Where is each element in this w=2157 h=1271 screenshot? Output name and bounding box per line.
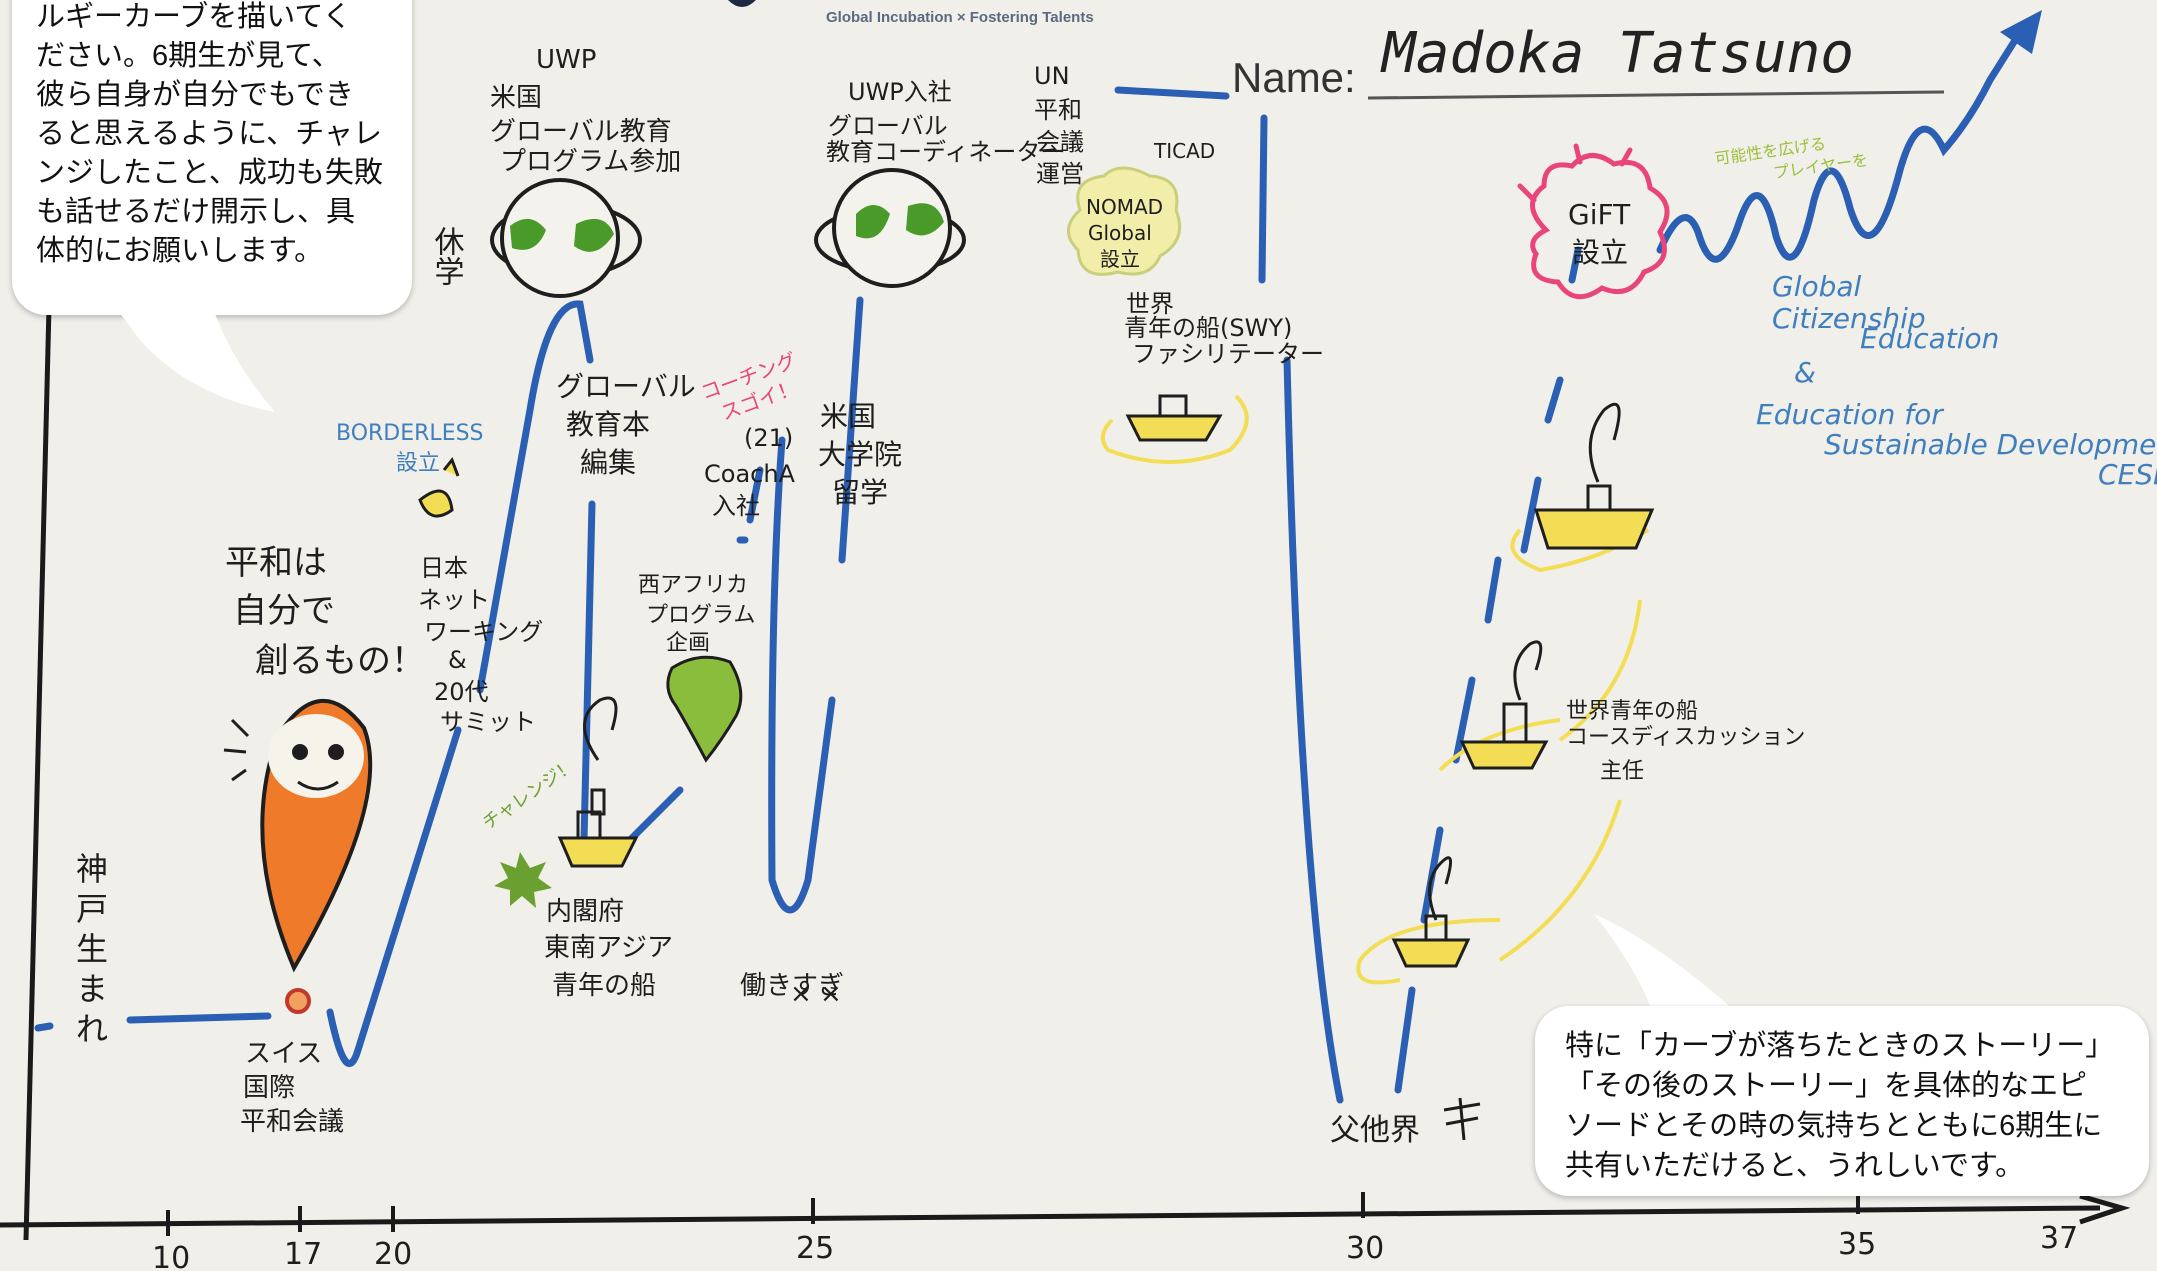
label-un: UN 平和 会議 運営 <box>1034 62 1092 188</box>
tick-label-37: 37 <box>2040 1221 2078 1256</box>
globe-icon <box>490 178 642 298</box>
label-coacha: (21) CoachA 入社 <box>704 424 803 520</box>
tick-label-10: 10 <box>152 1241 190 1271</box>
gift-burst-cloud <box>1530 153 1670 300</box>
y-axis <box>23 184 55 1241</box>
x-axis-arrow <box>2079 1193 2131 1225</box>
swiss-dot <box>285 988 311 1014</box>
label-nomad: NOMAD Global 設立 <box>1086 195 1169 271</box>
x-axis <box>0 1205 2101 1228</box>
tick-label-35: 35 <box>1838 1227 1876 1262</box>
ship-icon-swy <box>1100 394 1249 464</box>
instruction-text-right: 特に「カーブが落ちたときのストーリー」 「その後のストーリー」を具体的なエピ ソ… <box>1565 1030 2115 1182</box>
name-label: Name: <box>1232 54 1356 101</box>
label-uwp-join: UWP入社 グローバル 教育コーディネーター <box>826 78 1064 166</box>
africa-icon <box>666 655 743 763</box>
name-value: Madoka Tatsuno <box>1380 21 1854 86</box>
label-borderless: BORDERLESS 設立 <box>336 421 491 476</box>
instruction-bubble-left: ルギーカーブを描いてく ださい。6期生が見て、 彼ら自身が自分でもでき ると思え… <box>12 0 412 315</box>
tick-label-20: 20 <box>374 1237 412 1271</box>
burst-icon <box>494 852 552 908</box>
arrow-head <box>2000 10 2042 54</box>
name-underline <box>1367 90 1945 100</box>
ship-icon-1 <box>1391 856 1471 968</box>
label-grad-school: 米国 大学院 留学 <box>818 400 911 509</box>
emphasis-marks <box>223 718 250 782</box>
label-overwork: 働きすぎ × × <box>740 971 852 1009</box>
leaf-sprout-icon <box>418 457 460 518</box>
ship-icon-2 <box>1459 640 1549 770</box>
globe-icon-2 <box>814 168 966 288</box>
ship-icon-cabinet <box>557 696 639 868</box>
instruction-text-left: ルギーカーブを描いてく ださい。6期生が見て、 彼ら自身が自分でもでき ると思え… <box>36 1 383 267</box>
label-ticad: TICAD <box>1153 139 1215 163</box>
label-swy-course: 世界青年の船 コースディスカッション 主任 <box>1566 699 1812 784</box>
ship-icon-3 <box>1533 402 1655 550</box>
bubble-tail-left <box>110 300 275 412</box>
label-gift: GiFT 設立 <box>1568 198 1639 269</box>
grave-icon <box>1443 1097 1481 1141</box>
logo-arc <box>728 0 756 7</box>
tick-label-17: 17 <box>284 1237 322 1271</box>
yellow-loop <box>1356 528 1650 985</box>
label-cabinet: 内閣府 東南アジア 青年の船 <box>544 897 681 1001</box>
tick-label-30: 30 <box>1346 1231 1384 1266</box>
label-born: 神戸生まれ <box>76 850 108 1048</box>
label-uwp: UWP 米国 グローバル教育 プログラム参加 <box>490 45 681 177</box>
nomad-cloud <box>1067 166 1181 276</box>
label-father: 父他界 <box>1330 1113 1420 1148</box>
label-gce: Global Citizenship Education & Education… <box>1756 270 2157 491</box>
tagline-text: Global Incubation × Fostering Talents <box>826 9 1094 26</box>
label-swiss: スイス 国際 平和会議 <box>240 1039 344 1137</box>
label-west-africa: 西アフリカ プログラム 企画 <box>638 573 762 656</box>
label-global-edu: グローバル 教育本 編集 <box>556 370 705 479</box>
tick-label-25: 25 <box>796 1231 834 1266</box>
gift-rays <box>1517 143 1633 203</box>
instruction-bubble-right: 特に「カーブが落ちたときのストーリー」 「その後のストーリー」を具体的なエピ ソ… <box>1535 1006 2149 1196</box>
bubble-tail-right <box>1594 914 1734 1016</box>
rising-wave <box>1656 22 2028 263</box>
label-peace: 平和は 自分で 創るもの！ <box>225 543 425 681</box>
label-leave-school: 休学 <box>429 226 465 286</box>
label-networking: 日本 ネット ワーキング & 20代 サミット <box>418 554 551 736</box>
label-swy: 世界 青年の船(SWY) ファシリテーター <box>1124 290 1324 368</box>
